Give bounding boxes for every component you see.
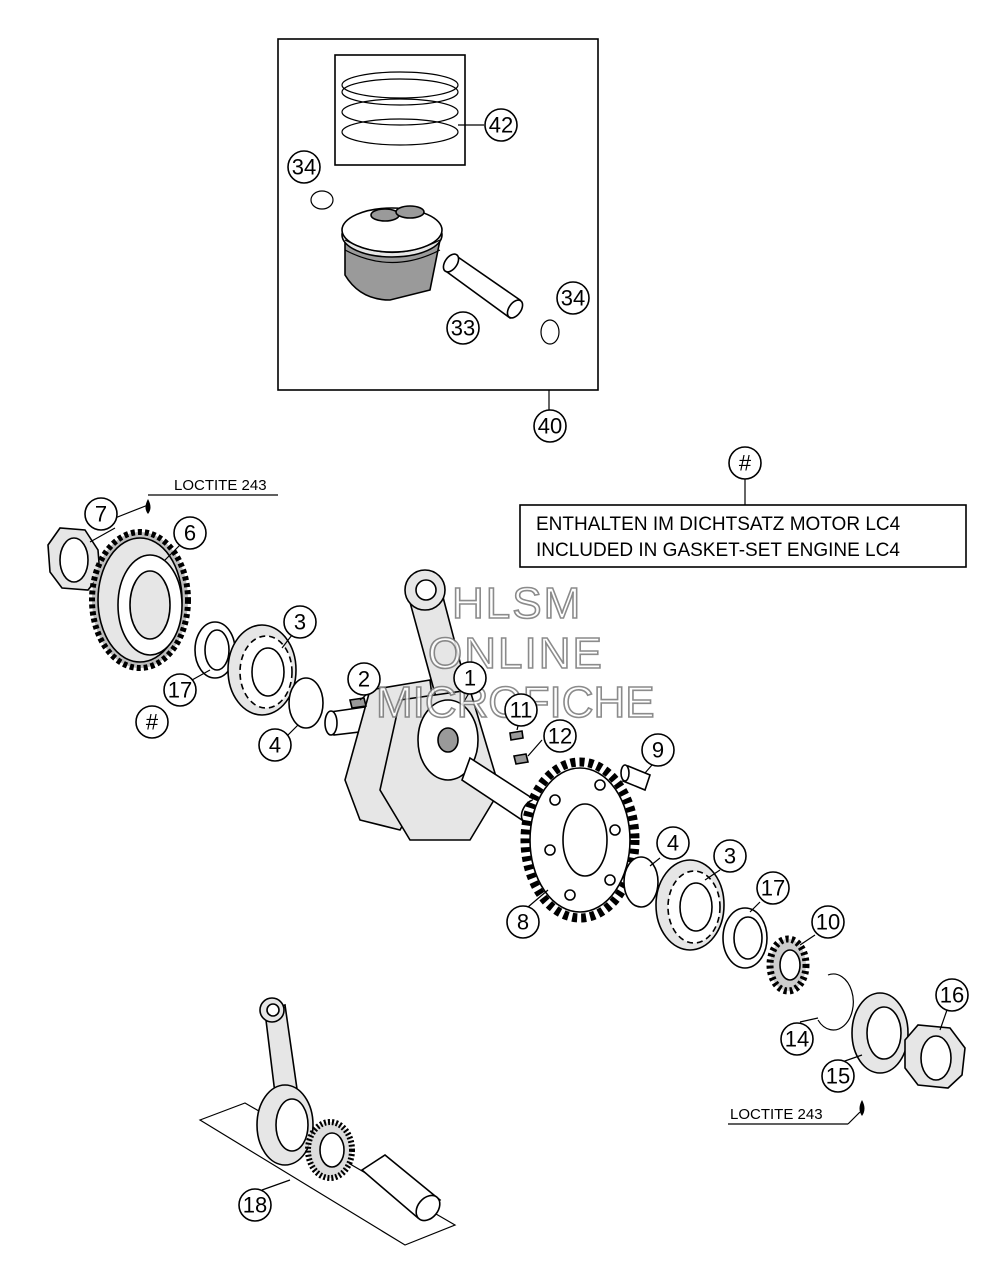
callout-7: 7 xyxy=(84,497,118,531)
piston xyxy=(341,205,443,301)
sprocket-part-10 xyxy=(766,935,810,995)
callout-3-right: 3 xyxy=(713,839,747,873)
callout-3-left: 3 xyxy=(283,605,317,639)
callout-11: 11 xyxy=(504,693,538,727)
svg-text:18: 18 xyxy=(243,1193,267,1218)
gear-part-8 xyxy=(520,757,640,923)
key-part-12 xyxy=(513,753,529,765)
svg-text:2: 2 xyxy=(358,667,370,692)
piston-ring-frame xyxy=(334,54,466,166)
loctite-label-bottom: LOCTITE 243 xyxy=(728,1100,865,1125)
callout-42: 42 xyxy=(484,108,518,142)
callout-17-right: 17 xyxy=(756,871,790,905)
callout-33: 33 xyxy=(446,311,480,345)
callout-12: 12 xyxy=(543,719,577,753)
svg-text:3: 3 xyxy=(294,610,306,635)
svg-text:34: 34 xyxy=(292,155,316,180)
note-line-en: INCLUDED IN GASKET-SET ENGINE LC4 xyxy=(536,540,900,561)
svg-text:15: 15 xyxy=(826,1064,850,1089)
circlip-part-14 xyxy=(817,973,854,1031)
svg-text:16: 16 xyxy=(940,983,964,1008)
callout-14: 14 xyxy=(780,1022,814,1056)
svg-text:12: 12 xyxy=(548,724,572,749)
callout-6: 6 xyxy=(173,516,207,550)
loctite-text-top: LOCTITE 243 xyxy=(174,477,267,494)
callout-10: 10 xyxy=(811,905,845,939)
watermark-line-2: ONLINE xyxy=(428,629,604,678)
callout-hash-left: # xyxy=(135,705,169,739)
gear-part-6 xyxy=(89,529,191,671)
washer-part-15 xyxy=(851,992,909,1074)
circlip-bottom xyxy=(540,319,560,345)
wrist-pin xyxy=(442,253,524,320)
svg-text:3: 3 xyxy=(724,844,736,869)
note-line-de: ENTHALTEN IM DICHTSATZ MOTOR LC4 xyxy=(536,514,901,535)
svg-text:17: 17 xyxy=(168,678,192,703)
svg-text:11: 11 xyxy=(510,698,533,723)
piston-assembly-frame xyxy=(277,38,599,391)
svg-text:17: 17 xyxy=(761,876,785,901)
callout-18: 18 xyxy=(238,1188,272,1222)
watermark-line-1: HLSM xyxy=(452,579,582,628)
svg-text:40: 40 xyxy=(538,414,562,439)
callout-16: 16 xyxy=(935,978,969,1012)
loctite-label-top: LOCTITE 243 xyxy=(145,477,278,514)
svg-text:4: 4 xyxy=(269,733,281,758)
washer-part-4-right xyxy=(623,856,659,908)
svg-text:7: 7 xyxy=(95,502,107,527)
callout-4-right: 4 xyxy=(656,826,690,860)
callout-2: 2 xyxy=(347,662,381,696)
svg-text:9: 9 xyxy=(652,738,664,763)
gasket-set-note: ENTHALTEN IM DICHTSATZ MOTOR LC4 INCLUDE… xyxy=(519,478,967,568)
svg-text:#: # xyxy=(146,710,159,735)
circlip-top xyxy=(310,190,334,210)
svg-text:1: 1 xyxy=(464,666,476,691)
loctite-text-bottom: LOCTITE 243 xyxy=(730,1106,823,1123)
conrod-kit-18 xyxy=(198,997,457,1246)
piston-rings xyxy=(341,71,459,146)
callout-8: 8 xyxy=(506,905,540,939)
seal-part-17-left xyxy=(194,621,236,679)
svg-text:34: 34 xyxy=(561,286,585,311)
washer-part-4-left xyxy=(288,677,324,729)
seal-part-17-right xyxy=(722,907,768,969)
nut-part-7 xyxy=(47,527,101,591)
pin-part-9 xyxy=(620,764,651,792)
svg-text:10: 10 xyxy=(816,910,840,935)
crankshaft xyxy=(324,569,540,841)
callout-1: 1 xyxy=(453,661,487,695)
callout-15: 15 xyxy=(821,1059,855,1093)
svg-text:14: 14 xyxy=(785,1027,809,1052)
bearing-part-3-right xyxy=(655,859,725,951)
svg-text:6: 6 xyxy=(184,521,196,546)
svg-text:8: 8 xyxy=(517,910,529,935)
svg-text:#: # xyxy=(739,451,752,476)
svg-text:33: 33 xyxy=(451,316,475,341)
svg-text:42: 42 xyxy=(489,113,513,138)
piston-assembly-group xyxy=(277,38,599,410)
callout-34-bottom: 34 xyxy=(556,281,590,315)
loctite-drop-icon xyxy=(145,499,151,514)
callout-hash-note: # xyxy=(728,446,762,480)
callout-9: 9 xyxy=(641,733,675,767)
callout-4-left: 4 xyxy=(258,728,292,762)
key-part-2 xyxy=(349,697,367,709)
callout-17-left: 17 xyxy=(163,673,197,707)
key-part-11 xyxy=(509,730,524,741)
nut-part-16 xyxy=(904,1024,966,1089)
bearing-part-3-left xyxy=(227,624,297,716)
callout-40: 40 xyxy=(533,409,567,443)
callout-34-top: 34 xyxy=(287,150,321,184)
svg-text:4: 4 xyxy=(667,831,679,856)
loctite-drop-icon xyxy=(859,1100,865,1116)
note-frame xyxy=(519,504,967,568)
